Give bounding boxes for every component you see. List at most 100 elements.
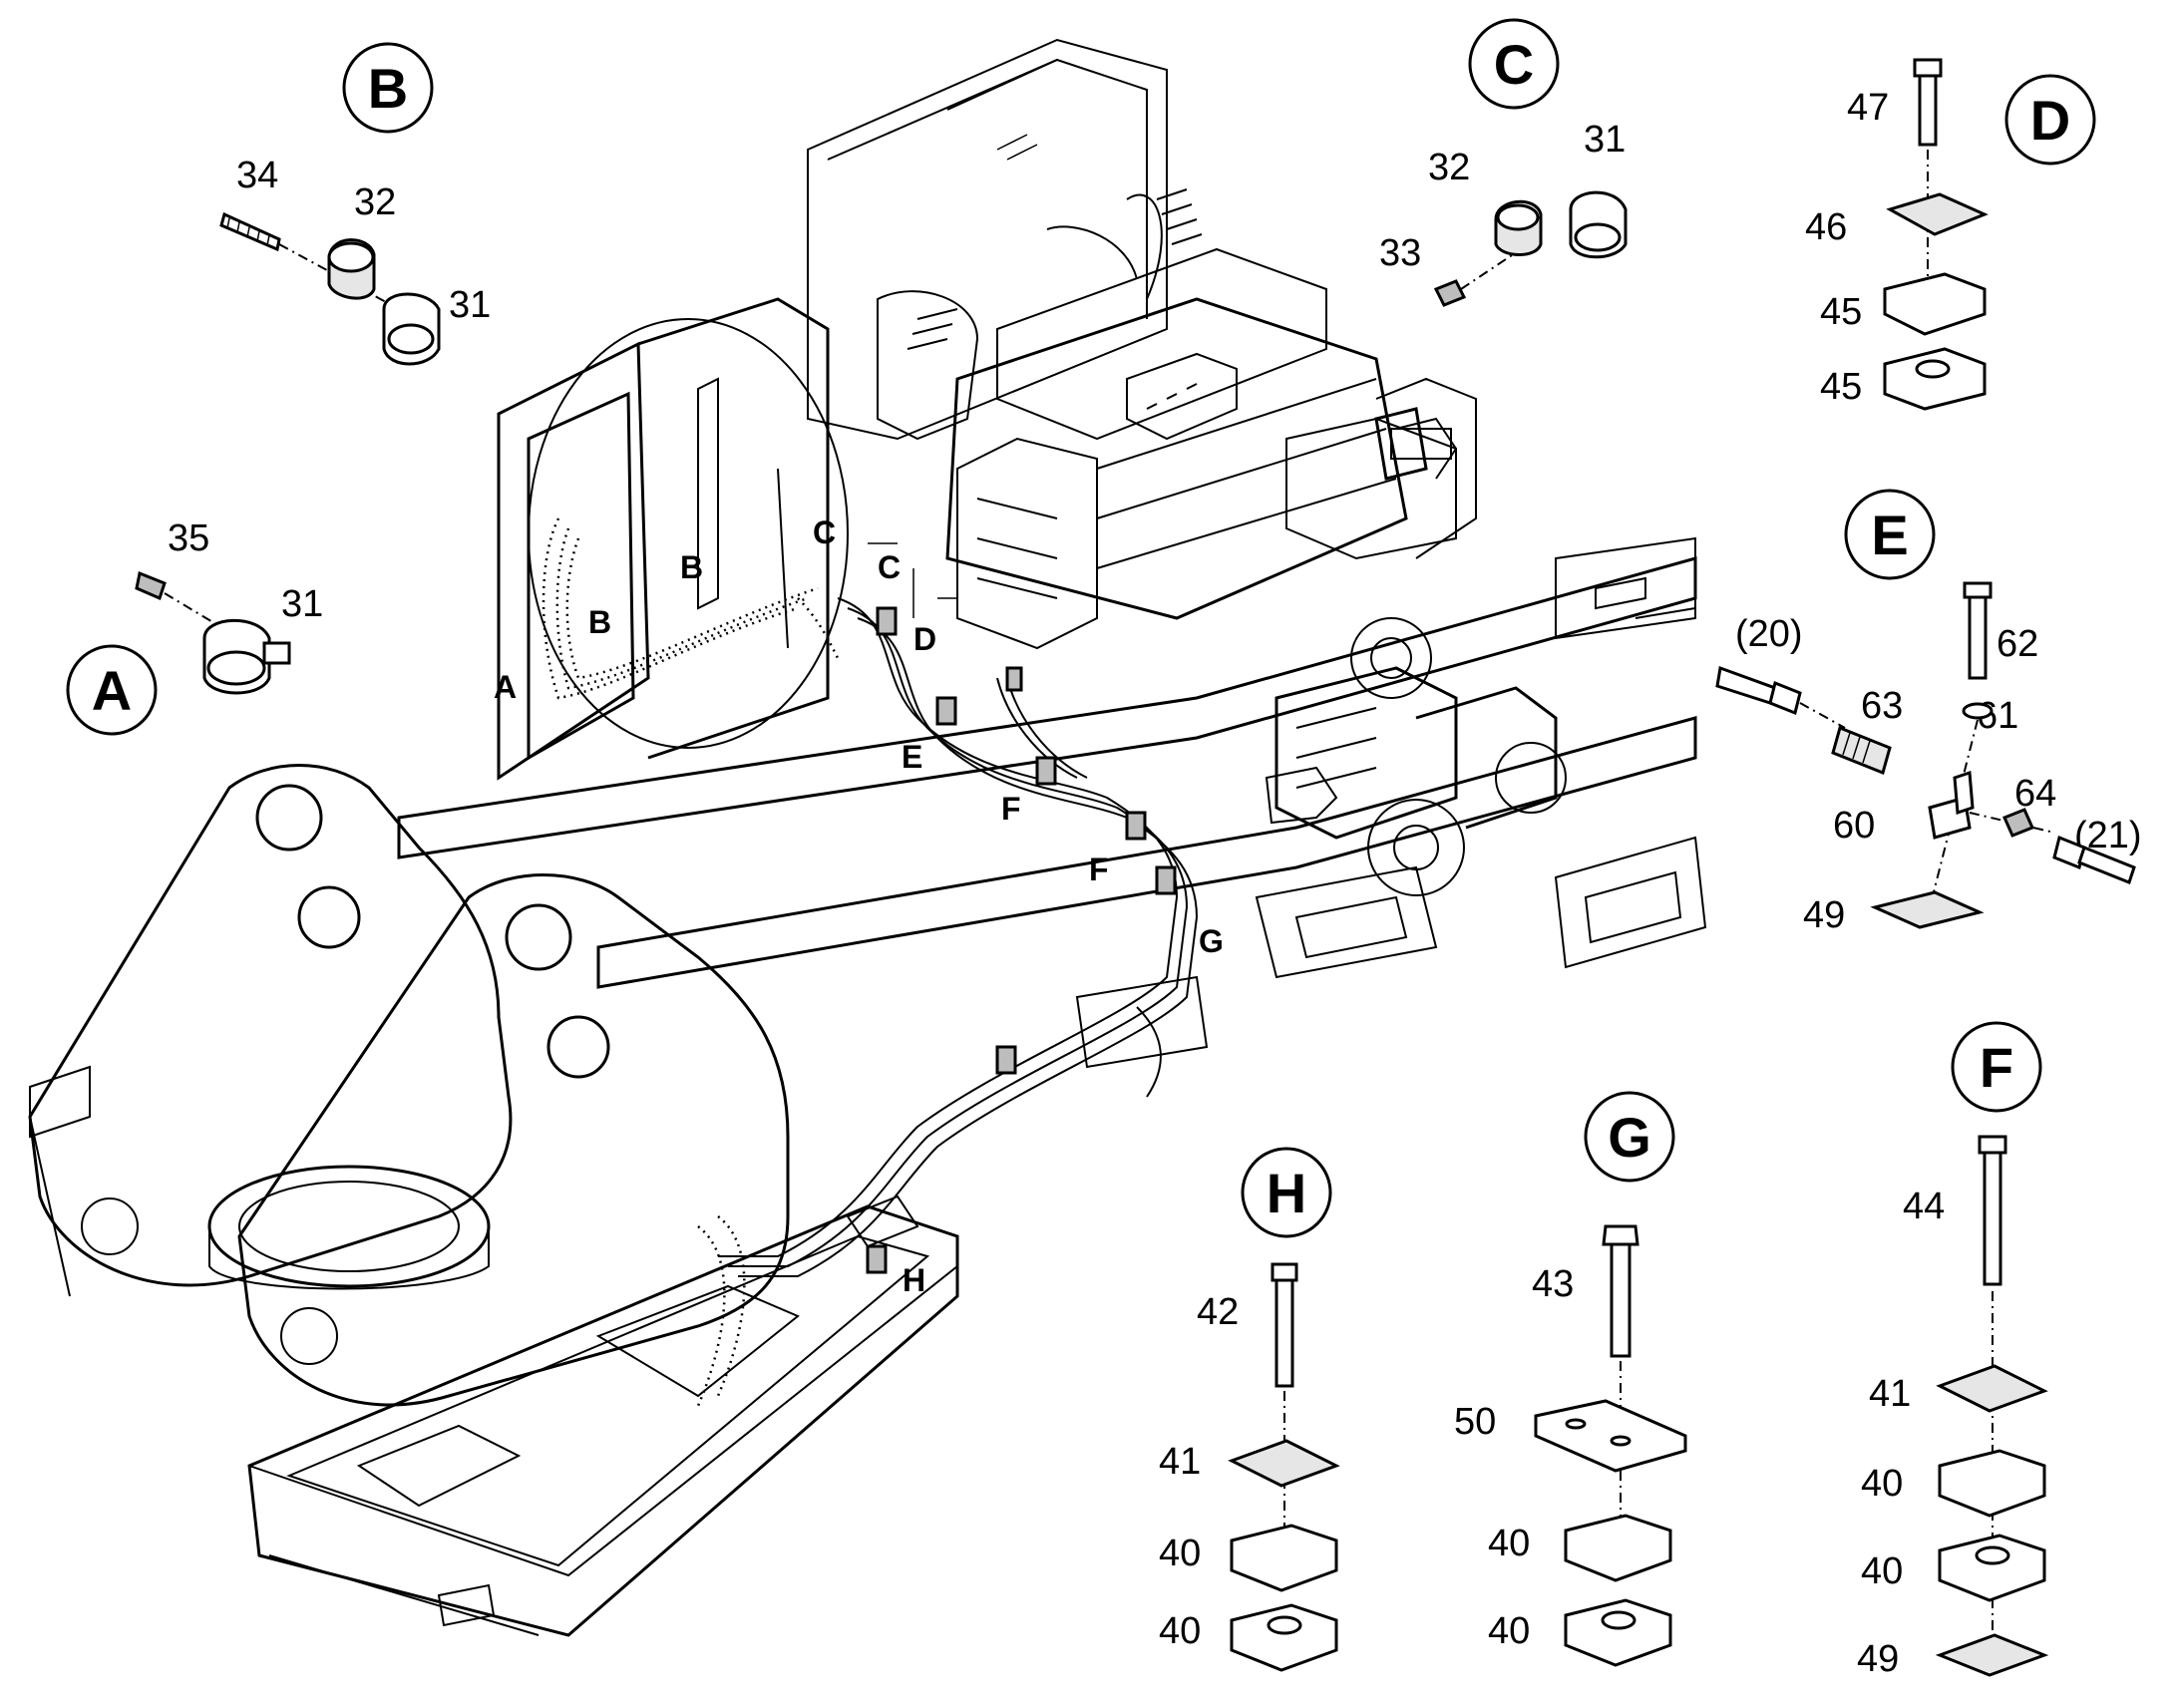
part-num-41: 41 (1159, 1441, 1201, 1483)
detail-c: C 32 31 33 (1379, 18, 1628, 307)
detail-g: G 43 50 40 40 (1454, 1091, 1687, 1667)
part-num-64: 64 (2014, 773, 2056, 815)
detail-d-letter: D (2030, 89, 2070, 152)
callout-c-2: C (878, 549, 901, 585)
part-num-20: (20) (1735, 613, 1803, 655)
detail-h-circle (1241, 1147, 1332, 1238)
part-num-40b: 40 (1488, 1610, 1530, 1652)
detail-f: F 44 41 40 40 49 (1857, 1021, 2049, 1680)
upper-carriage-frame (397, 417, 1707, 1069)
detail-e: E (20) 62 63 61 60 64 (21) 49 (1715, 489, 2142, 936)
detail-a-circle (66, 644, 158, 736)
bolt-42 (1274, 1269, 1294, 1388)
clamp-markers (866, 606, 1177, 1274)
half-clamp-45-bottom (1883, 347, 1987, 411)
bolt-44 (1983, 1143, 2002, 1286)
callout-leaders (868, 542, 957, 618)
callout-h: H (903, 1262, 925, 1298)
nut-64 (2001, 808, 2035, 838)
hose-20 (1715, 665, 1777, 705)
detail-c-circle (1468, 18, 1560, 110)
detail-e-letter: E (1871, 504, 1908, 566)
bolt-35 (135, 570, 167, 601)
part-num-41: 41 (1869, 1373, 1911, 1415)
detail-e-circle (1844, 489, 1936, 580)
part-num-43: 43 (1532, 1263, 1574, 1305)
detail-h-letter: H (1267, 1162, 1306, 1224)
part-num-33: 33 (1379, 232, 1421, 274)
callout-f-2: F (1089, 852, 1109, 887)
detail-f-letter: F (1980, 1036, 2013, 1099)
plate-49-e (1870, 890, 1985, 929)
detail-d: D 47 46 45 45 (1805, 58, 2096, 411)
part-num-31: 31 (281, 583, 323, 625)
nut-33 (1433, 279, 1467, 307)
hose-21 (2052, 835, 2086, 870)
plate-46 (1886, 192, 1989, 236)
callout-b-1: B (588, 604, 611, 640)
part-num-45b: 45 (1820, 366, 1862, 408)
fitting-63 (1831, 725, 1892, 776)
bolt-62 (1968, 586, 1988, 680)
part-num-50: 50 (1454, 1401, 1496, 1443)
slewing-ring (207, 1165, 491, 1290)
plate-41-f (1936, 1364, 2048, 1413)
main-callouts: A B B C C D E F F G H (494, 514, 1224, 1298)
part-num-40: 40 (1861, 1463, 1903, 1505)
part-num-60: 60 (1833, 805, 1875, 847)
detail-c-letter: C (1494, 33, 1534, 96)
callout-f-1: F (1001, 791, 1021, 827)
part-num-40b: 40 (1861, 1550, 1903, 1592)
detail-b: B 34 32 31 (219, 42, 491, 366)
boom-support-plates (28, 764, 790, 1407)
part-num-34: 34 (236, 155, 278, 196)
detail-b-letter: B (368, 57, 408, 120)
part-num-31: 31 (1584, 119, 1626, 161)
part-num-32: 32 (354, 181, 396, 223)
half-clamp-40-f-bottom (1938, 1534, 2046, 1602)
part-num-44: 44 (1903, 1186, 1945, 1227)
machine-assembly-illustration (28, 38, 1707, 1637)
detail-a: A 35 31 (66, 517, 323, 736)
detail-g-letter: G (1608, 1106, 1651, 1169)
plate-50 (1534, 1399, 1687, 1473)
part-num-49: 49 (1803, 894, 1845, 936)
detail-g-circle (1584, 1091, 1675, 1183)
part-num-62: 62 (1997, 623, 2038, 665)
hose-routing (542, 517, 840, 1407)
part-num-42: 42 (1197, 1291, 1239, 1333)
callout-g: G (1199, 923, 1224, 959)
part-num-40b: 40 (1159, 1610, 1201, 1652)
bolt-43 (1610, 1234, 1632, 1358)
plate-41-h (1228, 1439, 1340, 1488)
half-clamp-40-h-top (1230, 1524, 1338, 1592)
detail-b-circle (342, 42, 434, 134)
half-clamp-40-g-top (1564, 1514, 1672, 1582)
part-num-63: 63 (1861, 685, 1903, 727)
part-num-40: 40 (1488, 1523, 1530, 1564)
radiator-cooler-package (497, 38, 1168, 781)
detail-h: H 42 41 40 40 (1159, 1147, 1340, 1672)
plate-49-f (1935, 1633, 2049, 1677)
part-num-45: 45 (1820, 291, 1862, 333)
detail-a-letter: A (92, 659, 132, 722)
callout-d: D (913, 621, 936, 657)
part-num-49: 49 (1857, 1638, 1899, 1680)
stud-34 (219, 211, 281, 252)
part-num-40: 40 (1159, 1533, 1201, 1574)
half-clamp-40-h-bottom (1230, 1603, 1338, 1672)
callout-e: E (902, 739, 922, 775)
part-num-32: 32 (1428, 147, 1470, 188)
detail-d-circle (2004, 74, 2096, 166)
hydraulic-pumps (1265, 666, 1567, 896)
cab-base-platform (247, 1195, 959, 1637)
callout-a: A (494, 669, 517, 705)
callout-b-2: B (680, 549, 703, 585)
half-clamp-40-f-top (1938, 1449, 2046, 1518)
detail-f-circle (1951, 1021, 2042, 1113)
callout-c-1: C (813, 514, 836, 550)
washer-61 (1962, 702, 1994, 720)
part-num-46: 46 (1805, 206, 1847, 248)
part-num-31: 31 (449, 284, 491, 326)
